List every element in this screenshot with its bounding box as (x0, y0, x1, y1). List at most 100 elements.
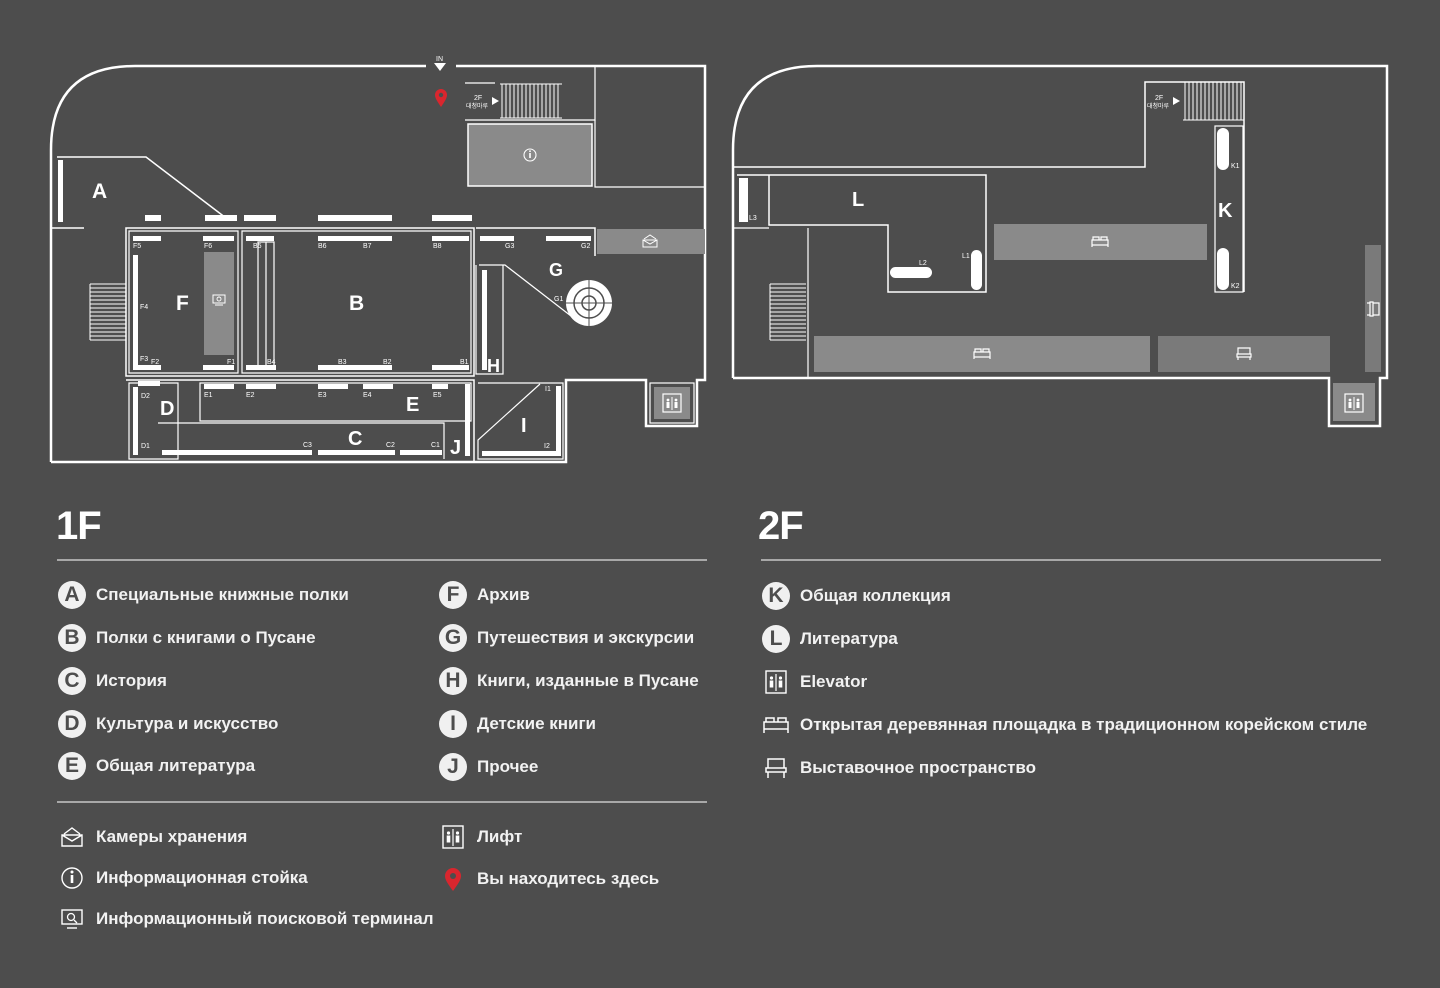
svg-text:D2: D2 (141, 393, 150, 400)
legend-label: Общая литература (96, 756, 256, 775)
legend-item-search-terminal: Информационный поисковой терминал (58, 905, 434, 933)
legend-label: Литература (800, 629, 898, 648)
zone-letter: F (176, 292, 189, 315)
zone-letter: H (487, 356, 500, 376)
badge-k: K (762, 582, 790, 610)
svg-text:F1: F1 (227, 359, 235, 366)
legend-item-j: J Прочее (439, 753, 538, 781)
legend-label: Полки с книгами о Пусане (96, 628, 316, 647)
badge-g: G (439, 624, 467, 652)
location-pin-icon (435, 89, 447, 107)
legend-label: Информационная стойка (96, 868, 308, 887)
elevator-icon (439, 823, 467, 851)
search-terminal-icon (212, 294, 226, 306)
legend-item-lift: Лифт (439, 823, 522, 851)
wooden-floor-area (994, 224, 1207, 260)
staircase-2f-left (769, 283, 806, 341)
badge-e: E (58, 752, 86, 780)
svg-text:C1: C1 (431, 442, 440, 449)
legend-label: Архив (477, 585, 530, 604)
legend-label: Лифт (477, 827, 523, 846)
floor-title-2f: 2F (758, 504, 804, 548)
legend-item-b: B Полки с книгами о Пусане (58, 624, 316, 652)
staircase-1f-left (89, 283, 126, 341)
legend-item-exhibition: Выставочное пространство (762, 754, 1036, 782)
stair-arrow-icon (492, 97, 499, 105)
legend-item-h: H Книги, изданные в Пусане (439, 667, 699, 695)
divider (57, 801, 707, 803)
locker-icon (58, 823, 86, 851)
legend-item-e: E Общая литература (58, 752, 255, 780)
svg-text:E3: E3 (318, 392, 327, 399)
badge-l: L (762, 625, 790, 653)
info-icon (58, 864, 86, 892)
legend-label: Детские книги (477, 714, 596, 733)
zone-letter: E (406, 394, 419, 416)
badge-i: I (439, 710, 467, 738)
elevator-icon (762, 668, 790, 696)
legend-label: История (96, 671, 167, 690)
legend-item-info: Информационная стойка (58, 864, 308, 892)
svg-text:E4: E4 (363, 392, 372, 399)
svg-text:I2: I2 (544, 443, 550, 450)
legend-item-locker: Камеры хранения (58, 823, 247, 851)
svg-text:F5: F5 (133, 243, 141, 250)
svg-text:B7: B7 (363, 243, 372, 250)
legend-item-l: L Литература (762, 625, 898, 653)
staircase-2f (1183, 82, 1244, 121)
badge-f: F (439, 581, 467, 609)
entrance-label: IN (436, 56, 443, 63)
legend-label: Elevator (800, 672, 868, 691)
svg-text:G2: G2 (581, 243, 590, 250)
stair-sub-2f: 대청마루 (1147, 102, 1170, 110)
legend-label: Прочее (477, 757, 539, 776)
second-floor-map: 2F 대청마루 K L K1 K2 (731, 64, 1389, 428)
badge-j: J (439, 753, 467, 781)
svg-text:F4: F4 (140, 304, 148, 311)
svg-text:B3: B3 (338, 359, 347, 366)
svg-text:B1: B1 (460, 359, 469, 366)
badge-b: B (58, 624, 86, 652)
locker-icon (642, 234, 658, 248)
locker-area (597, 229, 705, 254)
zone-letter: C (348, 428, 362, 450)
divider (761, 559, 1381, 561)
svg-text:L1: L1 (962, 253, 970, 260)
zone-letter: D (160, 398, 174, 420)
info-icon (523, 148, 537, 162)
svg-text:F2: F2 (151, 359, 159, 366)
legend-item-k: K Общая коллекция (762, 582, 951, 610)
badge-h: H (439, 667, 467, 695)
svg-text:F3: F3 (140, 356, 148, 363)
legend-label: Книги, изданные в Пусане (477, 671, 699, 690)
search-terminal-icon (58, 905, 86, 933)
legend-item-elevator: Elevator (762, 668, 867, 696)
svg-text:I1: I1 (545, 386, 551, 393)
stair-label-1f: 2F (474, 95, 482, 102)
svg-text:L3: L3 (749, 215, 757, 222)
shelf-codes-2f: K1 K2 L1 L2 L3 (749, 163, 1240, 290)
svg-text:G1: G1 (554, 296, 563, 303)
legend-item-i: I Детские книги (439, 710, 596, 738)
svg-text:E2: E2 (246, 392, 255, 399)
entrance-arrow-icon (434, 63, 446, 71)
svg-text:E5: E5 (433, 392, 442, 399)
zone-letter: G (549, 260, 563, 280)
legend-item-you-are-here: Вы находитесь здесь (439, 865, 659, 893)
floor-maps: IN 2F 대청마루 A (49, 56, 1389, 464)
legend-label: Общая коллекция (800, 586, 951, 605)
legend-label: Вы находитесь здесь (477, 869, 660, 888)
svg-text:C2: C2 (386, 442, 395, 449)
exhibition-icon (762, 754, 790, 782)
legend-label: Открытая деревянная площадка в традицион… (800, 715, 1368, 734)
location-pin-icon (439, 865, 467, 893)
svg-text:G3: G3 (505, 243, 514, 250)
legend-item-f: F Архив (439, 581, 530, 609)
legend-label: Выставочное пространство (800, 758, 1037, 777)
svg-text:C3: C3 (303, 442, 312, 449)
first-floor-map: IN 2F 대청마루 A (49, 56, 707, 464)
zone-letter: J (450, 437, 461, 459)
